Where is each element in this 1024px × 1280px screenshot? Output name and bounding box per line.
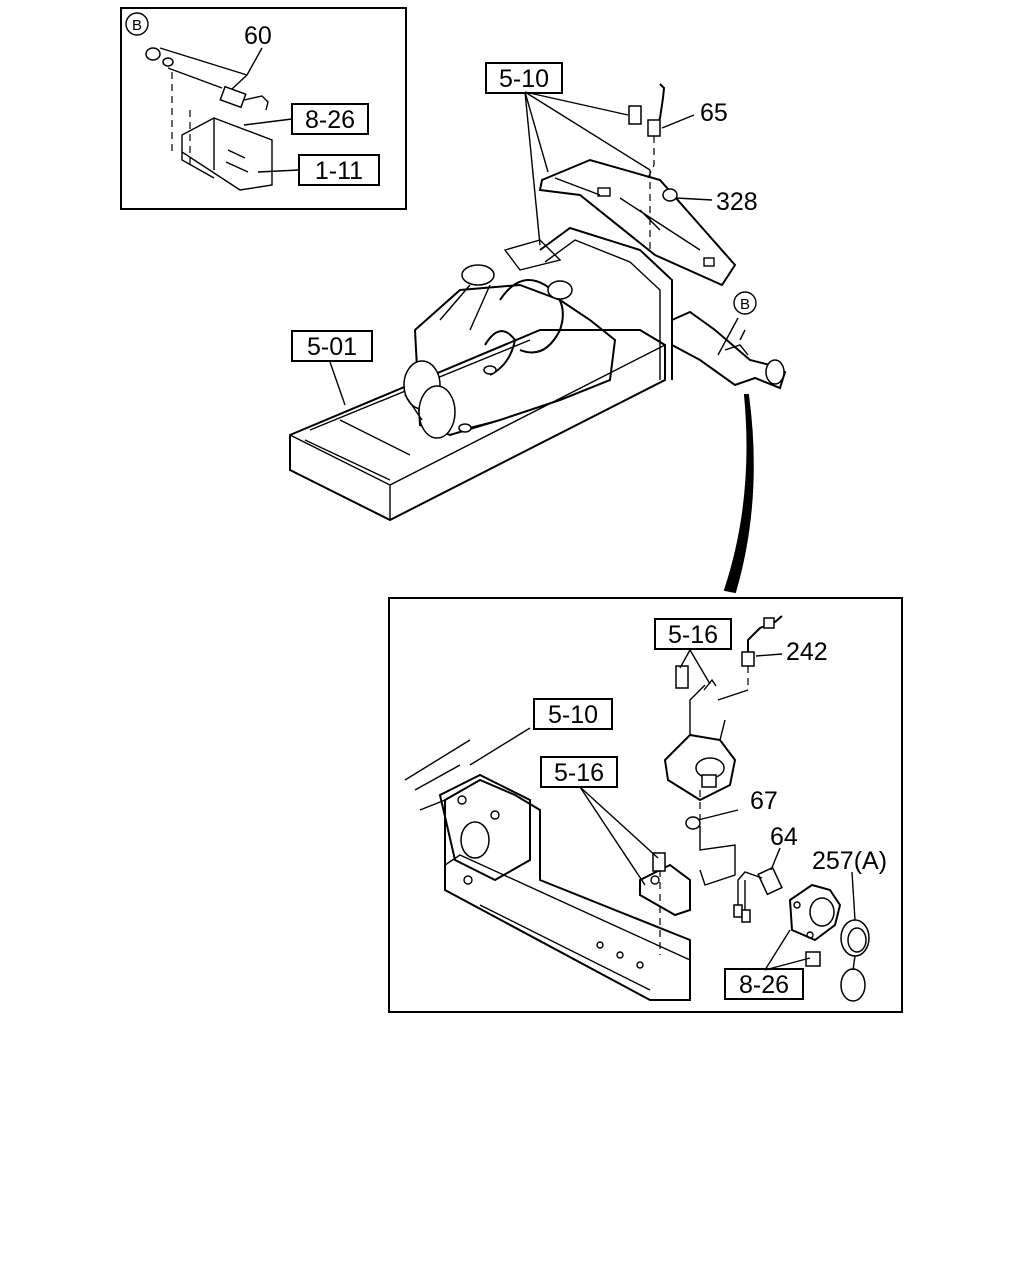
- ref-8-26: 8-26: [305, 106, 355, 134]
- ref-5-16-mid: 5-16: [554, 759, 604, 787]
- sensor-64: [757, 866, 783, 896]
- o-ring: [840, 968, 866, 1002]
- label-64: 64: [770, 823, 798, 851]
- label-60: 60: [244, 22, 272, 50]
- detail-frame: [388, 597, 903, 1013]
- view-b-marker: [125, 12, 149, 36]
- ref-box-5-01: [291, 330, 373, 362]
- view-b-marker-text: B: [132, 17, 142, 34]
- inset-frame: [120, 7, 407, 210]
- detail-arrow: [723, 394, 754, 594]
- ref-box-5-10-detail: [533, 698, 613, 730]
- ref-8-26-detail: 8-26: [739, 971, 789, 999]
- ref-5-01: 5-01: [307, 333, 357, 361]
- ref-box-8-26: [291, 103, 369, 135]
- washer: [162, 57, 174, 67]
- ref-5-10: 5-10: [499, 65, 549, 93]
- sensor-242-wire: [747, 615, 783, 660]
- nut-67: [685, 816, 701, 830]
- detail-view: 5-16 242 5-10 5-16 67 64 257(A) 8-26: [388, 597, 903, 1013]
- crossmember: [538, 158, 737, 287]
- ref-5-10-detail: 5-10: [548, 701, 598, 729]
- ref-5-16-top: 5-16: [668, 621, 718, 649]
- label-328: 328: [716, 188, 758, 216]
- frame-rail: [444, 778, 691, 1001]
- bolt-mid: [652, 852, 666, 872]
- ref-1-11: 1-11: [315, 157, 363, 185]
- view-b-marker-main: [733, 291, 757, 315]
- nut-328: [662, 188, 678, 202]
- ref-box-5-10: [485, 62, 563, 94]
- sensor-65: [647, 119, 661, 137]
- inset-view-b: B 60 8-26 1-11: [120, 7, 407, 210]
- sensor-60: [219, 85, 247, 109]
- bracket-sensor: [765, 359, 785, 385]
- bolt: [628, 105, 642, 125]
- label-67: 67: [750, 787, 778, 815]
- ref-box-5-16-top: [654, 618, 732, 650]
- ref-box-1-11: [298, 154, 380, 186]
- bolt-top: [675, 665, 689, 689]
- label-257a: 257(A): [812, 847, 887, 875]
- chassis-frame: [289, 329, 666, 522]
- view-b-marker-main-text: B: [740, 296, 750, 313]
- nut: [145, 47, 161, 61]
- sensor-242: [741, 651, 755, 667]
- ref-box-8-26-detail: [724, 968, 804, 1000]
- label-65: 65: [700, 99, 728, 127]
- label-242: 242: [786, 638, 828, 666]
- main-view: B 5-10 65 328 5-01: [289, 62, 787, 594]
- ref-box-5-16-mid: [540, 756, 618, 788]
- sensor-housing: [788, 883, 842, 942]
- sensor-bracket: [663, 733, 737, 802]
